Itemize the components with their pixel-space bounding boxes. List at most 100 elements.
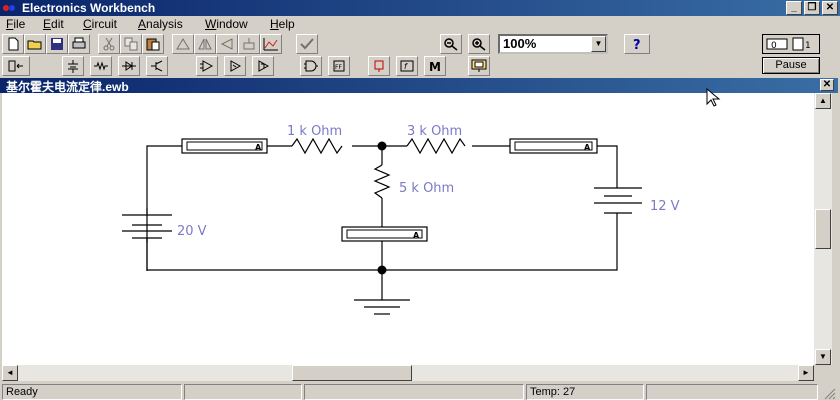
controls-bin-button[interactable]: f xyxy=(396,56,418,76)
menu-window[interactable]: Window xyxy=(205,17,248,31)
window-title: Electronics Workbench xyxy=(22,1,156,15)
menu-help[interactable]: Help xyxy=(270,17,295,31)
indicator-icon xyxy=(374,60,384,72)
horizontal-scroll-thumb[interactable] xyxy=(292,365,412,381)
status-pane-2 xyxy=(184,384,302,400)
digital-bin-button[interactable]: FF xyxy=(328,56,350,76)
scroll-down-icon[interactable]: ▼ xyxy=(815,349,831,365)
ammeter-middle[interactable]: A xyxy=(341,226,428,242)
pause-button[interactable]: Pause xyxy=(762,57,820,74)
cut-button[interactable] xyxy=(98,34,120,54)
svg-text:f: f xyxy=(404,62,408,71)
ammeter-left[interactable]: A xyxy=(181,138,268,154)
minimize-button[interactable]: _ xyxy=(786,1,802,15)
save-button[interactable] xyxy=(46,34,68,54)
mixed-ics-bin-button[interactable] xyxy=(224,56,246,76)
help-question-icon: ? xyxy=(633,38,641,51)
circuit-schematic: A A A 1 k Ohm 3 k Ohm 5 k Ohm 20 V 12 V xyxy=(122,124,680,315)
help-button[interactable]: ? xyxy=(624,34,650,54)
new-file-icon xyxy=(8,37,19,51)
printer-icon xyxy=(72,37,86,49)
new-button[interactable] xyxy=(2,34,24,54)
mouse-cursor-icon xyxy=(706,88,721,107)
sources-bin-button[interactable] xyxy=(62,56,84,76)
copy-button[interactable] xyxy=(120,34,142,54)
graph-button[interactable] xyxy=(260,34,282,54)
junction-bottom xyxy=(377,265,387,275)
menu-analysis[interactable]: Analysis xyxy=(138,17,183,31)
zoom-value: 100% xyxy=(503,36,537,51)
status-pane-5 xyxy=(646,384,818,400)
open-button[interactable] xyxy=(24,34,46,54)
resistor-5k[interactable] xyxy=(373,164,391,199)
app-icon xyxy=(3,5,15,11)
copy-icon xyxy=(124,37,138,51)
flip-vertical-icon xyxy=(220,38,233,50)
zoom-out-button[interactable] xyxy=(440,34,462,54)
document-title: 基尔霍夫电流定律.ewb xyxy=(6,80,129,94)
svg-text:M: M xyxy=(429,60,441,73)
zoom-in-button[interactable] xyxy=(468,34,490,54)
opamp-icon xyxy=(200,60,214,72)
transistor-icon xyxy=(151,60,163,72)
restore-button[interactable]: ❐ xyxy=(804,1,820,15)
transistors-bin-button[interactable] xyxy=(146,56,168,76)
close-button[interactable]: ✕ xyxy=(822,1,838,15)
menu-circuit[interactable]: Circuit xyxy=(83,17,118,31)
vertical-scroll-thumb[interactable] xyxy=(815,209,831,249)
instruments-bin-button[interactable] xyxy=(468,56,490,76)
parts-bin-icon xyxy=(8,60,23,72)
vertical-scrollbar[interactable]: ▲ ▼ xyxy=(814,93,832,365)
scroll-left-icon[interactable]: ◄ xyxy=(2,365,18,381)
analog-ics-bin-button[interactable] xyxy=(196,56,218,76)
circuit-canvas[interactable]: A A A 1 k Ohm 3 k Ohm 5 k Ohm 20 V 12 V xyxy=(2,93,814,365)
horizontal-scrollbar[interactable]: ◄ ► xyxy=(2,365,814,381)
status-message: Ready xyxy=(2,384,182,400)
flip-horizontal-button[interactable] xyxy=(194,34,216,54)
flip-vertical-button[interactable] xyxy=(216,34,238,54)
miscellaneous-bin-button[interactable]: M xyxy=(424,56,446,76)
scroll-right-icon[interactable]: ► xyxy=(798,365,814,381)
resistor-5k-label: 5 k Ohm xyxy=(399,181,454,196)
chevron-down-icon[interactable]: ▼ xyxy=(591,36,606,52)
toolbar-main: ? xyxy=(0,33,840,55)
parts-bin-toggle[interactable] xyxy=(2,56,30,76)
digital-ic-icon xyxy=(258,60,270,72)
ammeter-left-label: A xyxy=(255,143,262,152)
instrument-icon xyxy=(471,59,487,72)
battery-20v[interactable] xyxy=(122,208,172,243)
svg-text:0: 0 xyxy=(771,41,777,51)
rotate-button[interactable] xyxy=(172,34,194,54)
resistor-3k[interactable] xyxy=(406,137,466,155)
subcircuit-button[interactable] xyxy=(296,34,318,54)
logic-gates-bin-button[interactable] xyxy=(300,56,322,76)
resistor-1k-label: 1 k Ohm xyxy=(287,124,342,139)
scroll-up-icon[interactable]: ▲ xyxy=(815,93,831,109)
battery-12v[interactable] xyxy=(594,187,642,214)
resistor-1k[interactable] xyxy=(291,137,343,155)
ground-icon[interactable] xyxy=(354,299,410,315)
resistor-3k-label: 3 k Ohm xyxy=(407,124,462,139)
save-disk-icon xyxy=(51,38,63,50)
print-button[interactable] xyxy=(68,34,90,54)
scissors-icon xyxy=(103,37,115,51)
menu-edit[interactable]: Edit xyxy=(43,17,64,31)
mixed-ic-icon xyxy=(230,60,242,72)
svg-text:FF: FF xyxy=(335,64,342,71)
basic-bin-button[interactable] xyxy=(90,56,112,76)
zoom-select[interactable]: 100% ▼ xyxy=(498,34,608,54)
diode-icon xyxy=(122,61,136,71)
menu-file[interactable]: File xyxy=(6,17,26,31)
ammeter-right-label: A xyxy=(584,143,591,152)
wire-left xyxy=(146,145,182,271)
component-properties-button[interactable] xyxy=(238,34,260,54)
rotate-icon xyxy=(176,38,190,50)
power-switch[interactable]: 0 1 xyxy=(762,34,820,54)
resize-grip-icon[interactable] xyxy=(822,386,836,400)
paste-button[interactable] xyxy=(142,34,164,54)
document-close-button[interactable]: ✕ xyxy=(820,79,834,91)
digital-ics-bin-button[interactable] xyxy=(252,56,274,76)
ammeter-right[interactable]: A xyxy=(509,138,598,154)
diodes-bin-button[interactable] xyxy=(118,56,140,76)
indicators-bin-button[interactable] xyxy=(368,56,390,76)
